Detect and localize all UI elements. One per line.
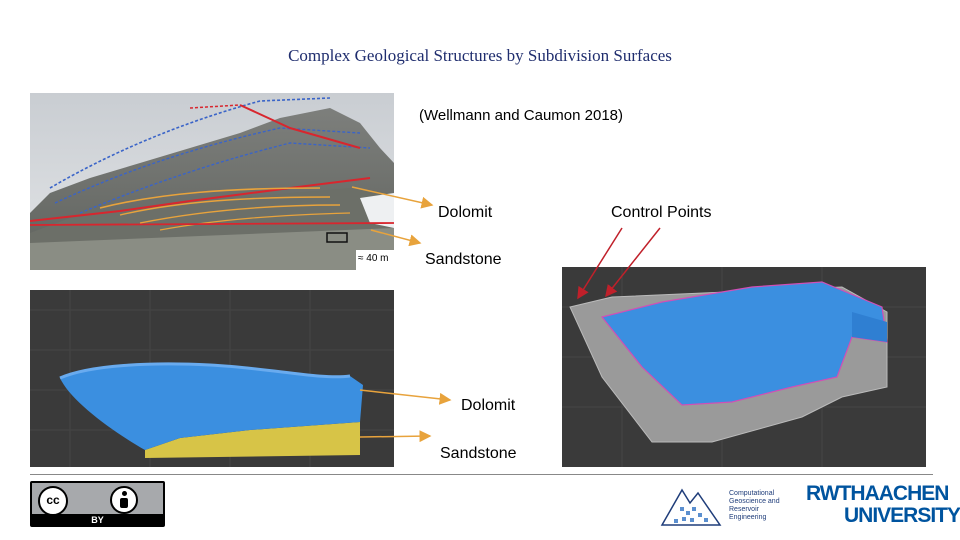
footer-divider (30, 474, 933, 475)
cc-icon: cc (38, 486, 68, 516)
label-sandstone-bottom: Sandstone (440, 445, 517, 462)
cge-logo-text: Computational Geoscience and Reservoir E… (729, 490, 780, 521)
label-sandstone-top: Sandstone (425, 251, 502, 268)
label-dolomit-bottom: Dolomit (461, 397, 516, 414)
dolomit-layer (60, 363, 363, 450)
slide-title: Complex Geological Structures by Subdivi… (288, 46, 672, 65)
cc-by-label: BY (32, 514, 163, 527)
cc-by-license-badge: cc BY (30, 481, 165, 527)
outcrop-photo: ≈ 40 m (30, 93, 394, 270)
attribution-person-icon (110, 486, 138, 514)
rwth-logo-line2: UNIVERSITY (844, 504, 960, 527)
scale-label: ≈ 40 m (358, 253, 389, 264)
rwth-logo: RWTHAACHEN UNIVERSITY (806, 482, 960, 527)
cge-logo-icon (660, 485, 724, 527)
citation: (Wellmann and Caumon 2018) (419, 107, 624, 124)
rwth-logo-line1: RWTHAACHEN (806, 482, 949, 505)
label-dolomit-top: Dolomit (438, 204, 493, 221)
model-viewport-left (30, 290, 394, 467)
label-control-points: Control Points (611, 204, 712, 221)
sandstone-layer (145, 422, 360, 458)
model-viewport-right (562, 267, 926, 467)
